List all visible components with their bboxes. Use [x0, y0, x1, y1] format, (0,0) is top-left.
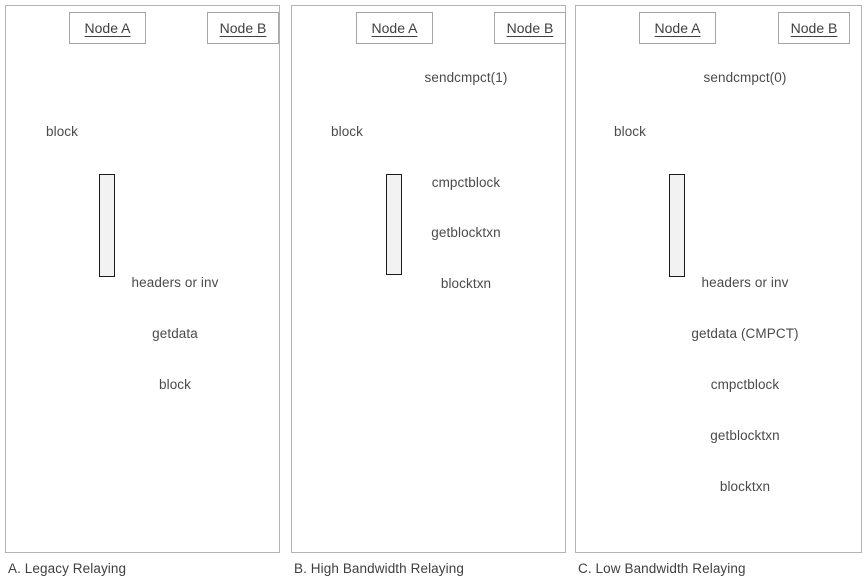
activation-bar-panel-b — [386, 174, 402, 275]
participant-label: Node B — [219, 20, 267, 36]
participant-box-panel-c-node-a[interactable]: Node A — [639, 12, 716, 44]
participant-box-panel-b-node-a[interactable]: Node A — [356, 12, 433, 44]
message-label-msg-block-in: block — [330, 124, 364, 139]
message-label-msg-cmpctblock: cmpctblock — [710, 377, 780, 392]
participant-box-panel-b-node-b[interactable]: Node B — [494, 12, 566, 44]
message-label-msg-block-in: block — [45, 124, 79, 139]
panel-frame-panel-c — [575, 5, 862, 553]
message-label-msg-block-in: block — [613, 124, 647, 139]
panel-frame-panel-a — [5, 5, 280, 553]
participant-label: Node B — [790, 20, 838, 36]
message-label-msg-cmpctblock: cmpctblock — [431, 175, 501, 190]
message-label-msg-blocktxn: blocktxn — [440, 276, 492, 291]
panel-caption-panel-a: A. Legacy Relaying — [8, 561, 127, 576]
message-label-msg-block-out: block — [158, 377, 192, 392]
message-label-msg-sendcmpct-0: sendcmpct(0) — [703, 70, 787, 85]
panel-caption-panel-b: B. High Bandwidth Relaying — [294, 561, 464, 576]
message-label-msg-sendcmpct-1: sendcmpct(1) — [424, 70, 508, 85]
participant-box-panel-a-node-a[interactable]: Node A — [69, 12, 146, 44]
message-label-msg-headers-or-inv: headers or inv — [131, 275, 219, 290]
participant-box-panel-a-node-b[interactable]: Node B — [207, 12, 279, 44]
message-label-msg-headers-or-inv: headers or inv — [701, 275, 789, 290]
message-label-msg-getblocktxn: getblocktxn — [710, 428, 780, 443]
panel-caption-panel-c: C. Low Bandwidth Relaying — [578, 561, 746, 576]
message-label-msg-blocktxn: blocktxn — [719, 479, 771, 494]
activation-bar-panel-c — [669, 174, 685, 277]
participant-label: Node B — [506, 20, 554, 36]
panel-frame-panel-b — [291, 5, 566, 553]
participant-label: Node A — [371, 20, 418, 36]
participant-box-panel-c-node-b[interactable]: Node B — [778, 12, 850, 44]
participant-label: Node A — [84, 20, 131, 36]
message-label-msg-getblocktxn: getblocktxn — [431, 225, 501, 240]
message-label-msg-getdata-cmpct: getdata (CMPCT) — [691, 326, 799, 341]
message-label-msg-getdata: getdata — [152, 326, 198, 341]
activation-bar-panel-a — [99, 174, 115, 277]
participant-label: Node A — [654, 20, 701, 36]
